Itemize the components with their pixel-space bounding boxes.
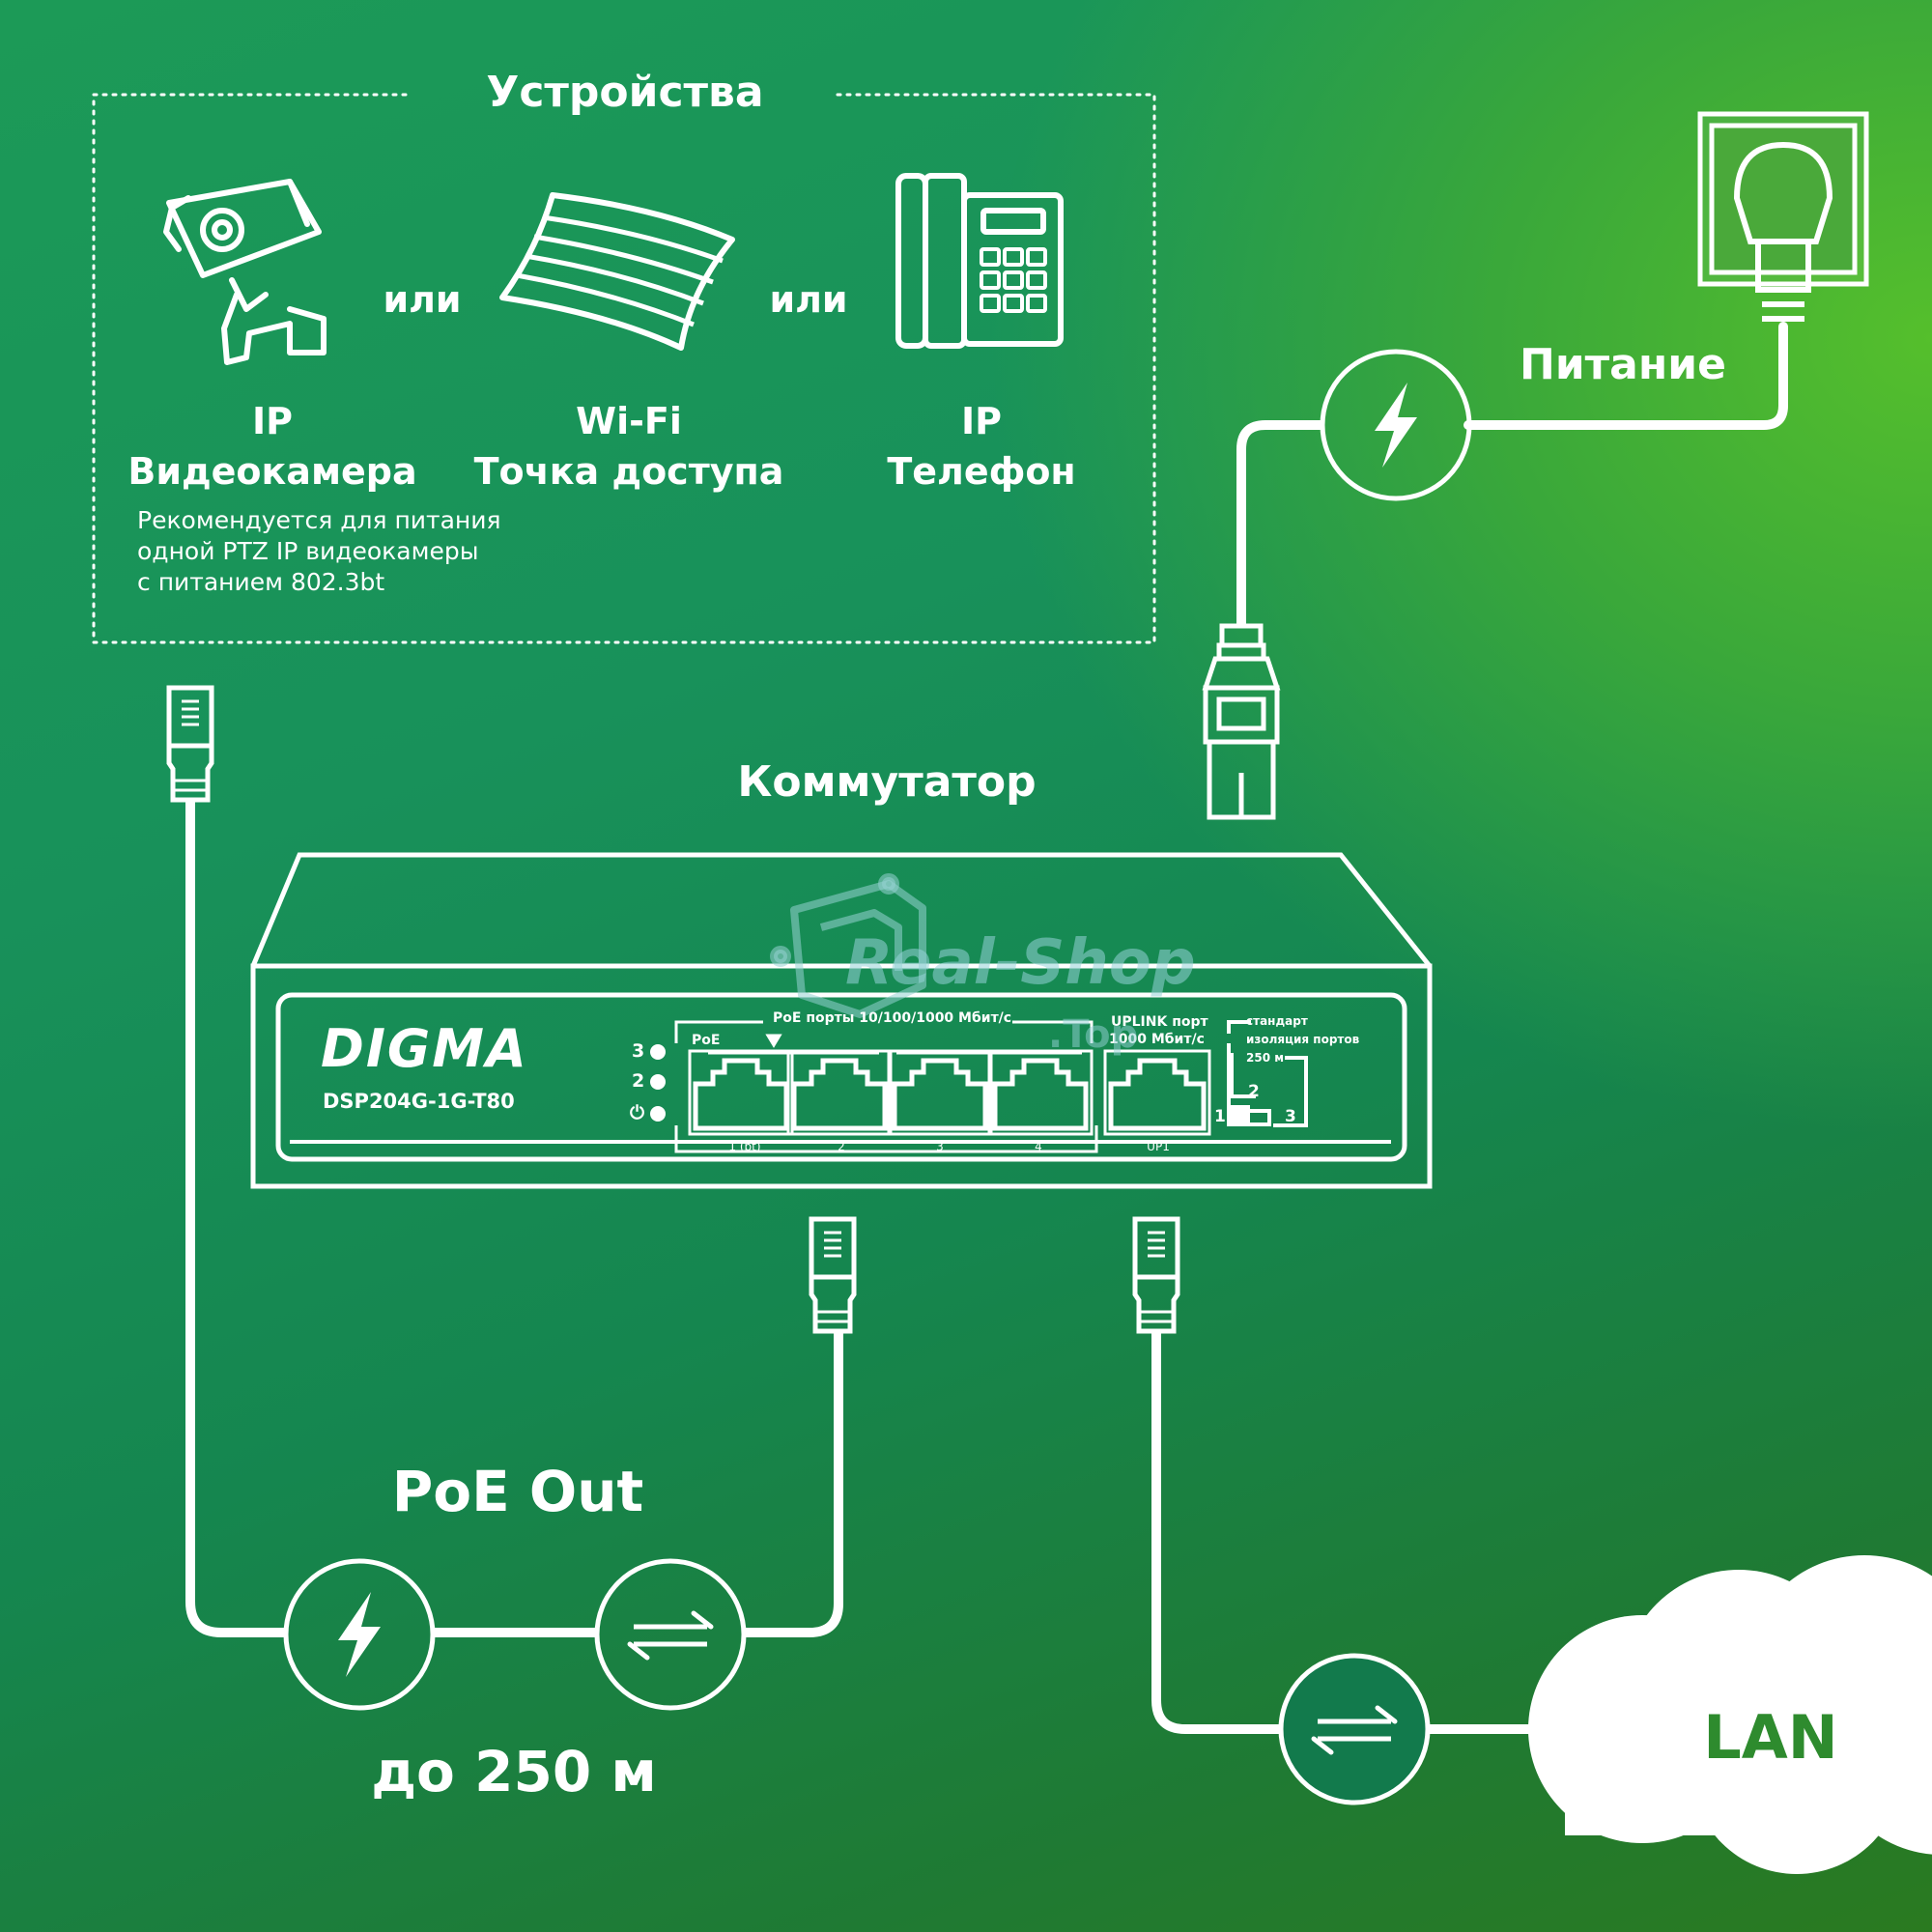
poe-cable-left (185, 800, 285, 1637)
uplink-cable (1151, 1331, 1280, 1734)
uplink-header-line1: UPLINK порт (1111, 1014, 1208, 1030)
phone-label-line2: Телефон (887, 450, 1076, 493)
port-label-4: 4 (1035, 1140, 1042, 1153)
poe-out-distance: до 250 м (371, 1739, 657, 1804)
watermark-suffix: .Top (1048, 1012, 1139, 1057)
poe-out-title: PoE Out (391, 1459, 644, 1524)
devices-frame (92, 93, 1156, 644)
led-label-power: ⏻ (630, 1102, 645, 1123)
lan-label: LAN (1703, 1702, 1838, 1773)
watermark-text: Real-Shop (845, 927, 1196, 999)
rj45-plug-icon (169, 688, 212, 800)
access-point-icon (499, 192, 735, 351)
switch-housing (250, 852, 1433, 1189)
ip-phone-icon (895, 173, 1064, 349)
camera-note-line1: Рекомендуется для питания (137, 506, 501, 534)
ethernet-port-3-frame (887, 1049, 993, 1136)
watermark-logo (770, 873, 926, 1018)
ap-label-line1: Wi-Fi (576, 400, 682, 442)
ethernet-port-4 (992, 1058, 1089, 1131)
led-label-3: 3 (632, 1040, 645, 1062)
uplink-port-frame (1103, 1049, 1211, 1136)
power-outlet-icon (1697, 111, 1869, 322)
uplink-port-label: UP1 (1147, 1140, 1170, 1153)
power-cable-to-switch (1236, 420, 1323, 628)
ethernet-port-2-frame (786, 1049, 893, 1136)
power-plug-icon (1202, 623, 1281, 820)
devices-title: Устройства (486, 68, 764, 117)
power-cable (1463, 322, 1788, 430)
isolation-pos-1: 1 (1214, 1107, 1226, 1126)
poe-tag: PoE (692, 1033, 721, 1048)
poe-ports-header: PoE порты 10/100/1000 Мбит/с (773, 1010, 1012, 1026)
isolation-legend-1: стандарт (1246, 1014, 1308, 1028)
ethernet-ports (688, 1049, 1211, 1136)
isolation-legend-2: изоляция портов (1246, 1033, 1360, 1046)
rj45-plug-icon (1135, 1219, 1178, 1331)
poe-cable-right (745, 1331, 843, 1637)
uplink-data-badge (1278, 1653, 1431, 1805)
ethernet-port-3 (892, 1058, 988, 1131)
uplink-header-line2: 1000 Мбит/с (1109, 1032, 1205, 1047)
camera-note-line3: с питанием 802.3bt (137, 568, 385, 596)
isolation-pos-3: 3 (1285, 1107, 1296, 1126)
ethernet-port-2 (791, 1058, 888, 1131)
ip-camera-icon (163, 179, 327, 365)
switch-brand: DIGMA (321, 1018, 528, 1079)
separator-1: или (383, 278, 462, 321)
ethernet-port-1 (693, 1058, 789, 1131)
poe-lightning-badge (283, 1558, 436, 1711)
camera-note-line2: одной PTZ IP видеокамеры (137, 537, 479, 565)
isolation-pos-2: 2 (1248, 1082, 1260, 1101)
power-label: Питание (1520, 340, 1726, 389)
status-leds (650, 1044, 666, 1122)
power-lightning-badge (1320, 349, 1472, 501)
uplink-port (1108, 1058, 1207, 1131)
rj45-plug-icon (811, 1219, 854, 1331)
poe-data-badge (594, 1558, 747, 1711)
camera-label-line2: Видеокамера (128, 450, 417, 493)
port-label-1: 1 (bt) (728, 1140, 761, 1153)
isolation-switch (1227, 1020, 1308, 1127)
phone-label-line1: IP (961, 400, 1002, 442)
switch-title: Коммутатор (737, 757, 1037, 807)
port-label-3: 3 (936, 1140, 944, 1153)
separator-2: или (769, 278, 848, 321)
cloud-icon (1528, 1555, 1932, 1874)
switch-model: DSP204G-1G-T80 (323, 1090, 515, 1113)
ethernet-port-1-frame (688, 1049, 794, 1136)
ap-label-line2: Точка доступа (473, 450, 784, 493)
camera-label-line1: IP (252, 400, 293, 442)
isolation-legend-3: 250 м (1246, 1051, 1285, 1065)
ethernet-port-4-frame (987, 1049, 1094, 1136)
port-label-2: 2 (838, 1140, 845, 1153)
led-label-2: 2 (632, 1070, 645, 1092)
